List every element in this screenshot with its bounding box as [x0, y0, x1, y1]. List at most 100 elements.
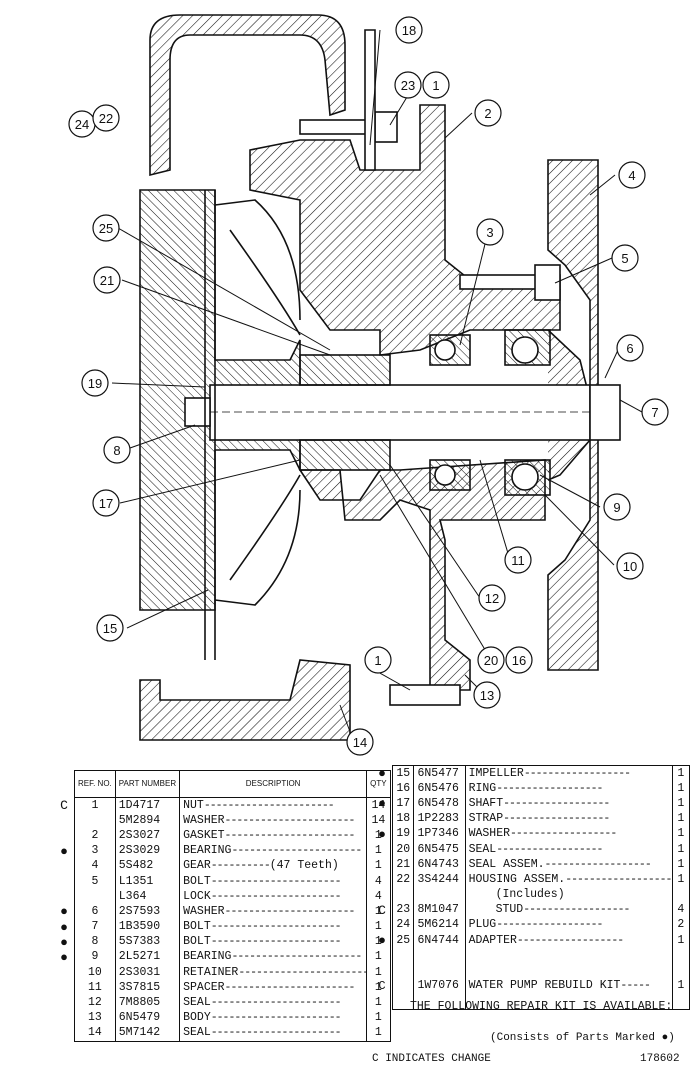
ref-number: 24	[391, 917, 415, 934]
empty-cell	[672, 948, 691, 964]
quantity: 1	[672, 811, 691, 827]
ref-number: 8	[74, 934, 116, 950]
quantity: 1	[672, 796, 691, 812]
callout-13: 13	[473, 681, 501, 709]
description: BOLT----------------------	[179, 934, 368, 950]
quantity: 4	[366, 873, 391, 890]
ref-number: 7	[74, 919, 116, 935]
svg-text:12: 12	[485, 591, 499, 606]
ref-number: 5	[74, 873, 116, 890]
description-text: BODY	[183, 1011, 211, 1025]
change-marker: C	[378, 902, 386, 918]
description-text: GASKET	[183, 828, 225, 842]
svg-text:10: 10	[623, 559, 637, 574]
quantity: 1	[672, 857, 691, 873]
svg-text:5: 5	[621, 251, 628, 266]
part-number: 6N5479	[115, 1010, 181, 1026]
part-number: 7M8805	[115, 995, 181, 1011]
callout-9: 9	[603, 493, 631, 521]
quantity: 1	[366, 1010, 391, 1026]
leader-dashes: ----------------------	[203, 798, 335, 812]
leader-dashes: ----------------------	[210, 1026, 342, 1040]
callout-labels: 18 23 1 2 24 22 4 25 3 5 21 6 19 7 8 17 …	[68, 16, 669, 756]
callout-11: 11	[504, 546, 532, 574]
leader-dashes: ----------	[210, 859, 271, 873]
document-number: 178602	[640, 1053, 680, 1065]
quantity: 1	[672, 765, 691, 782]
table-row: (Includes)	[391, 887, 691, 903]
svg-text:17: 17	[99, 496, 113, 511]
header-ref: REF. NO.	[74, 770, 116, 798]
part-number: 6N4744	[413, 933, 466, 949]
ref-number: 10	[74, 965, 116, 981]
description: BOLT----------------------	[179, 919, 368, 935]
description-text: SEAL	[183, 1026, 211, 1040]
callout-19: 19	[81, 369, 109, 397]
description-text: HOUSING ASSEM.	[468, 872, 566, 886]
part-number: 1B3590	[115, 919, 181, 935]
part-number: 2S3027	[115, 828, 181, 844]
leader-dashes: ------------------	[496, 918, 603, 932]
kit-bullet: ●	[378, 766, 386, 781]
svg-text:24: 24	[75, 117, 89, 132]
leader-dashes: ------------------	[544, 857, 652, 871]
part-number: 6N5478	[413, 796, 466, 812]
description: BEARING----------------------	[179, 843, 368, 859]
leader-dashes: ----------------------	[210, 889, 342, 903]
kit-bullet: ●	[60, 950, 68, 965]
leader-dashes: ----------------------	[224, 904, 356, 918]
description: WASHER------------------	[465, 826, 673, 842]
quantity: 1	[366, 965, 391, 981]
svg-text:19: 19	[88, 376, 102, 391]
description: STRAP------------------	[465, 811, 673, 827]
description-text: BEARING	[183, 844, 232, 858]
quantity: 1	[366, 828, 391, 844]
ref-number: 17	[391, 796, 415, 812]
leader-dashes: ----------------------	[224, 980, 356, 994]
quantity	[672, 887, 691, 903]
change-note: C INDICATES CHANGE	[372, 1053, 491, 1065]
leader-dashes: ----------------------	[224, 813, 356, 827]
part-number	[413, 887, 466, 903]
svg-text:1: 1	[432, 78, 439, 93]
quantity: 1	[366, 904, 391, 920]
ref-number: 15	[391, 765, 415, 782]
description-text: GEAR	[183, 859, 211, 873]
svg-text:22: 22	[99, 111, 113, 126]
description: (Includes)	[465, 887, 673, 903]
callout-14: 14	[346, 728, 374, 756]
svg-text:21: 21	[100, 273, 114, 288]
description: GASKET----------------------	[179, 828, 368, 844]
description: PLUG------------------	[465, 917, 673, 934]
kit-bullet: ●	[60, 919, 68, 935]
empty-cell	[391, 963, 415, 979]
quantity: 1	[366, 1025, 391, 1042]
description-text: IMPELLER	[468, 766, 524, 780]
spacer-row	[391, 948, 691, 964]
description-text: BOLT	[183, 920, 211, 934]
description: WASHER----------------------	[179, 904, 368, 920]
callout-24: 24	[68, 110, 96, 138]
spacer-row	[391, 993, 691, 1010]
description-text: RING	[468, 781, 497, 795]
quantity: 1	[366, 934, 391, 950]
repair-kit-note: (Consists of Parts Marked ●)	[490, 1032, 675, 1044]
callout-3: 3	[476, 218, 504, 246]
part-number: 2S3031	[115, 965, 181, 981]
description-text: SHAFT	[468, 796, 504, 810]
leader-dashes: ------------------	[503, 796, 610, 810]
callout-6: 6	[616, 334, 644, 362]
leader-dashes: ------------------	[523, 903, 630, 917]
description: SEAL------------------	[465, 841, 673, 858]
leader-dashes: ----------------------	[231, 950, 362, 964]
